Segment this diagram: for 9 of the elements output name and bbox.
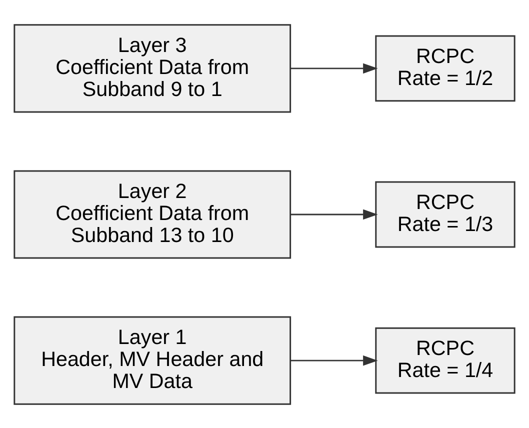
arrow bbox=[290, 62, 378, 74]
node-box: Layer 3 Coefficient Data from Subband 9 to 1 bbox=[14, 24, 292, 112]
node-box: Layer 1 Header, MV Header and MV Data bbox=[14, 316, 292, 404]
arrow bbox=[290, 354, 378, 366]
arrow bbox=[290, 208, 378, 220]
node-box: RCPC Rate = 1/2 bbox=[375, 34, 516, 102]
node-box: Layer 2 Coefficient Data from Subband 13 to 10 bbox=[14, 170, 292, 258]
node-box: RCPC Rate = 1/3 bbox=[375, 180, 516, 248]
node-box: RCPC Rate = 1/4 bbox=[375, 326, 516, 394]
